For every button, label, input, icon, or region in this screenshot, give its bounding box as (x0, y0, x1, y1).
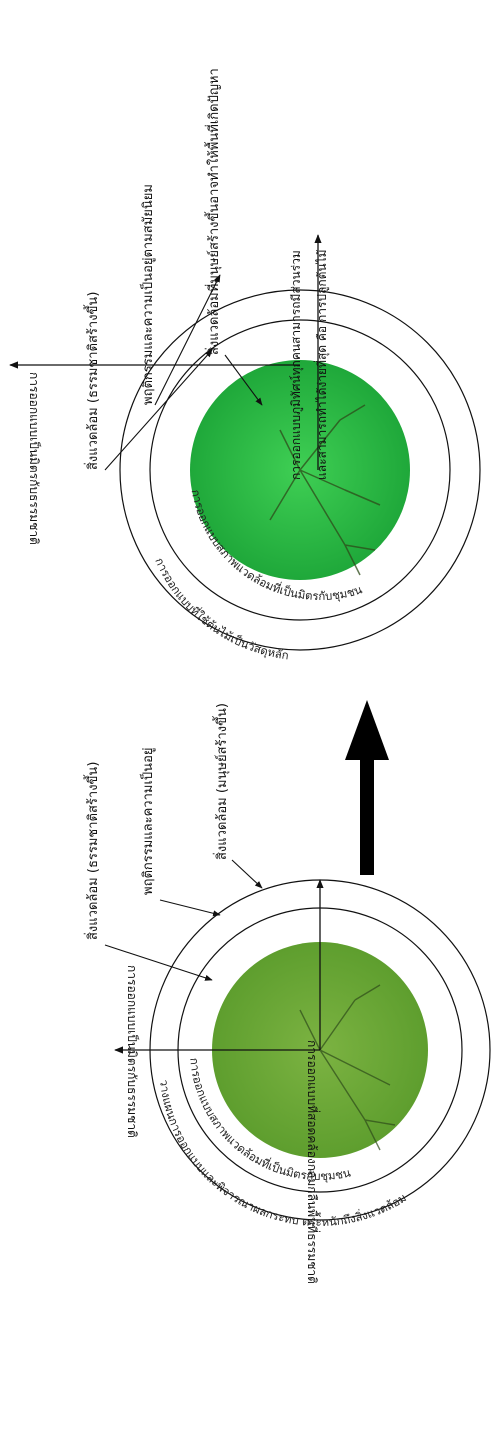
pointer-human (224, 354, 263, 406)
vertical-axis-label: การออกแบบที่สอดคล้องกลมกลืนพื้นที่ธรรมชา… (305, 1040, 321, 1284)
label-behavior: พฤติกรรมและความเป็นอยู่ตามสมัยนิยม (138, 184, 156, 405)
tree-branches (269, 404, 381, 576)
vertical-axis-label-2: และสามารถทำได้ง่ายที่สุด คือ การปลูกต้นไ… (313, 249, 330, 480)
label-natural: สิ่งแวดล้อม (ธรรมชาติสร้างขึ้น) (83, 292, 101, 470)
outer-ring (119, 289, 481, 651)
pointer-natural (104, 349, 213, 471)
label-behavior: พฤติกรรมและความเป็นอยู่ (138, 748, 156, 896)
pointer-behavior (159, 899, 221, 917)
pointer-natural (104, 944, 213, 981)
label-human: สิ่งแวดล้อม (มนุษย์สร้างขึ้น) (212, 703, 230, 860)
pointer-behavior (154, 274, 221, 406)
label-natural: สิ่งแวดล้อม (ธรรมชาติสร้างขึ้น) (83, 762, 101, 940)
top-diagram: การออกแบบภูมิทัศน์ทุกคนสามารถมีส่วนร่วม … (9, 68, 481, 662)
tree-branches (299, 984, 396, 1151)
pointer-human (231, 859, 263, 889)
inner-ring (149, 319, 451, 621)
horizontal-axis-label-text: การออกแบบเป็นมิตรกับธรรมชาติ (125, 965, 140, 1138)
horizontal-axis-label: การออกแบบเป็นมิตรกับธรรมชาติ (27, 372, 42, 545)
label-human: สิ่งแวดล้อมที่มนุษย์สร้างขึ้นอาจทำให้พื้… (204, 68, 222, 355)
vertical-axis-label-1: การออกแบบภูมิทัศน์ทุกคนสามารถมีส่วนร่วม (289, 250, 304, 480)
bottom-diagram: การออกแบบที่สอดคล้องกลมกลืนพื้นที่ธรรมชา… (83, 703, 491, 1284)
bold-up-arrow-icon (345, 700, 389, 875)
